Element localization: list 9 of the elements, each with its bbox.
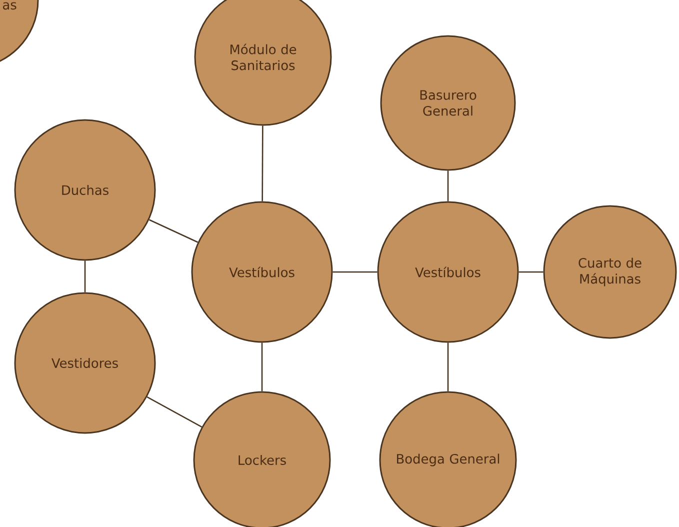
connector-line bbox=[146, 396, 202, 428]
connector-line bbox=[332, 271, 378, 273]
connector-line bbox=[447, 342, 449, 392]
connector-line bbox=[148, 219, 198, 243]
connector-line bbox=[261, 342, 263, 392]
connector-line bbox=[262, 126, 264, 202]
connector-line bbox=[518, 271, 544, 273]
connector-line bbox=[84, 260, 86, 292]
connector-line bbox=[447, 170, 449, 202]
